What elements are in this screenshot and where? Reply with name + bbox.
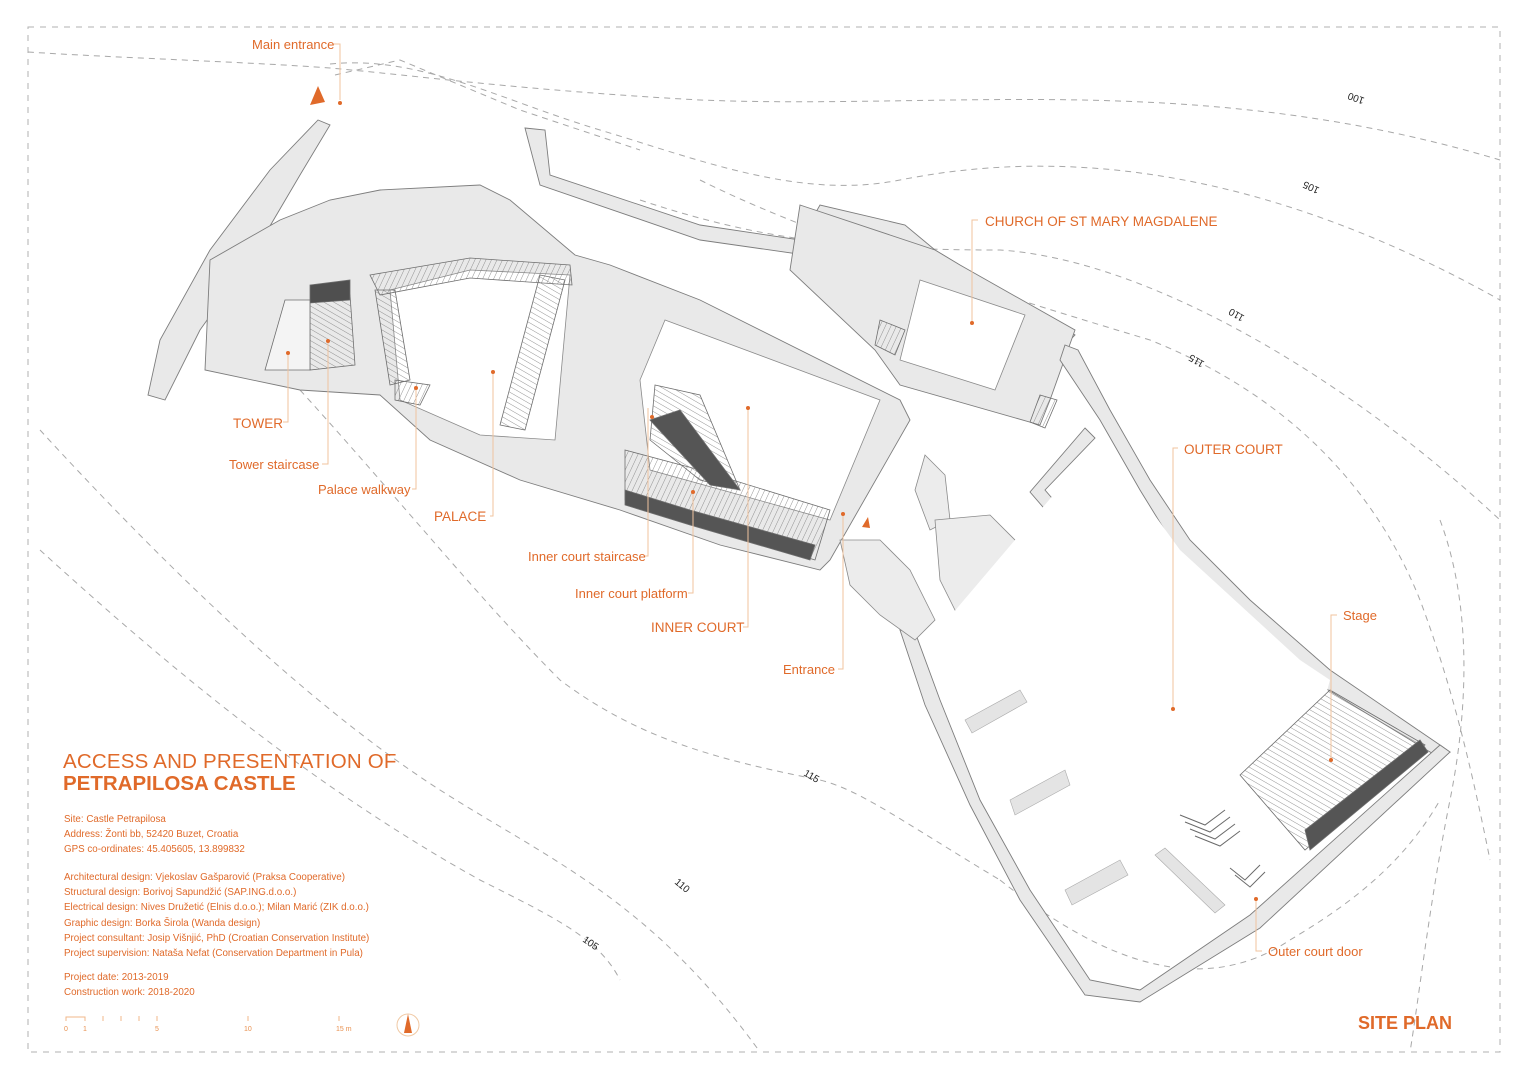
contour-100 bbox=[27, 51, 1501, 161]
contour-label-115: 115 bbox=[1187, 351, 1207, 369]
label-inner-court: INNER COURT bbox=[651, 620, 745, 635]
outer-court-slabs bbox=[964, 689, 1226, 914]
scale-tick-5: 5 bbox=[155, 1026, 159, 1033]
outer-court-floor bbox=[930, 440, 1330, 960]
stairs bbox=[264, 257, 1429, 851]
sheet-name: SITE PLAN bbox=[1358, 1013, 1453, 1033]
site-info: Site: Castle Petrapilosa Address: Žonti … bbox=[64, 812, 245, 858]
label-stage: Stage bbox=[1343, 608, 1377, 623]
tower-floor bbox=[264, 299, 311, 371]
credits-list: Architectural design: Vjekoslav Gašparov… bbox=[64, 870, 369, 961]
courtyards bbox=[389, 269, 1330, 960]
church-east-stairs bbox=[1029, 394, 1058, 429]
contour-label-110: 110 bbox=[1227, 305, 1247, 323]
palace-walkway bbox=[374, 289, 411, 386]
label-entrance: Entrance bbox=[783, 662, 836, 677]
outer-court-south-wall bbox=[899, 629, 1451, 1003]
contour-lines bbox=[27, 51, 1501, 1053]
label-palace-walkway: Palace walkway bbox=[318, 482, 411, 497]
sheet-frame bbox=[27, 26, 1501, 1053]
tower-staircase bbox=[309, 294, 356, 371]
church-stairs bbox=[874, 319, 906, 356]
label-tower: TOWER bbox=[233, 416, 283, 431]
leader-lines bbox=[283, 43, 1337, 952]
scale-tick-10: 10 bbox=[244, 1026, 252, 1033]
entrance-arrow-icon bbox=[862, 517, 870, 528]
scale-tick-0: 0 bbox=[64, 1026, 68, 1033]
contour-outer-east bbox=[1409, 519, 1465, 1053]
label-markers bbox=[286, 101, 1333, 901]
contour-label-100: 100 bbox=[1346, 89, 1366, 105]
north-arrow-icon bbox=[396, 1013, 420, 1037]
sheet-title-line2: PETRAPILOSA CASTLE bbox=[63, 772, 296, 795]
contour-110 bbox=[639, 199, 1501, 521]
info-address: Address: Žonti bb, 52420 Buzet, Croatia bbox=[64, 829, 239, 841]
contour-115-south bbox=[299, 389, 1001, 881]
label-palace: PALACE bbox=[434, 509, 487, 524]
label-church: CHURCH OF ST MARY MAGDALENE bbox=[985, 214, 1218, 229]
label-inner-court-staircase: Inner court staircase bbox=[528, 549, 646, 564]
credit-architectural: Architectural design: Vjekoslav Gašparov… bbox=[64, 872, 345, 883]
contour-label-105: 105 bbox=[1301, 178, 1321, 195]
stage-front-dark bbox=[1304, 739, 1429, 851]
contour-label-105-south: 105 bbox=[580, 934, 600, 953]
credit-structural: Structural design: Borivoj Sapundžić (SA… bbox=[64, 887, 297, 899]
palace-walkway-lower bbox=[394, 379, 431, 406]
info-site: Site: Castle Petrapilosa bbox=[64, 814, 166, 825]
rock-3 bbox=[839, 539, 936, 641]
info-construction: Construction work: 2018-2020 bbox=[64, 987, 195, 999]
sheet-title-line1: ACCESS AND PRESENTATION OF bbox=[63, 750, 397, 773]
label-outer-court-door: Outer court door bbox=[1268, 944, 1363, 959]
tower-staircase-top bbox=[309, 279, 351, 304]
contour-label-115-south: 115 bbox=[802, 768, 822, 786]
contour-outer-south bbox=[999, 799, 1441, 970]
credit-graphic: Graphic design: Borka Širola (Wanda desi… bbox=[64, 917, 261, 929]
inner-court-platform-dark bbox=[624, 489, 816, 561]
scale-tick-1: 1 bbox=[83, 1026, 87, 1033]
scale-bar bbox=[65, 1016, 340, 1021]
credit-electrical: Electrical design: Nives Družetić (Elnis… bbox=[64, 902, 369, 914]
contour-110-south bbox=[39, 429, 761, 1053]
inner-court-staircase-dark bbox=[649, 409, 741, 491]
label-main-entrance: Main entrance bbox=[252, 37, 335, 52]
info-gps: GPS co-ordinates: 45.405605, 13.899832 bbox=[64, 844, 245, 856]
label-inner-court-platform: Inner court platform bbox=[575, 586, 688, 601]
church-nave bbox=[899, 279, 1026, 391]
north-rampart bbox=[524, 127, 1076, 346]
scale-tick-15: 15 m bbox=[336, 1026, 352, 1033]
main-entrance-arrow-icon bbox=[310, 86, 325, 105]
project-dates: Project date: 2013-2019 Construction wor… bbox=[64, 970, 195, 1000]
stage-seating bbox=[1239, 689, 1426, 851]
label-tower-staircase: Tower staircase bbox=[229, 457, 320, 472]
palace-east-stair bbox=[499, 274, 566, 431]
credit-consultant: Project consultant: Josip Višnjić, PhD (… bbox=[64, 932, 370, 944]
info-project-date: Project date: 2013-2019 bbox=[64, 972, 169, 983]
credit-supervision: Project supervision: Nataša Nefat (Conse… bbox=[64, 947, 363, 959]
outer-court-benches bbox=[1179, 809, 1266, 888]
contour-label-110-south: 110 bbox=[672, 877, 692, 896]
path-to-entrance bbox=[334, 59, 641, 151]
label-outer-court: OUTER COURT bbox=[1184, 442, 1283, 457]
